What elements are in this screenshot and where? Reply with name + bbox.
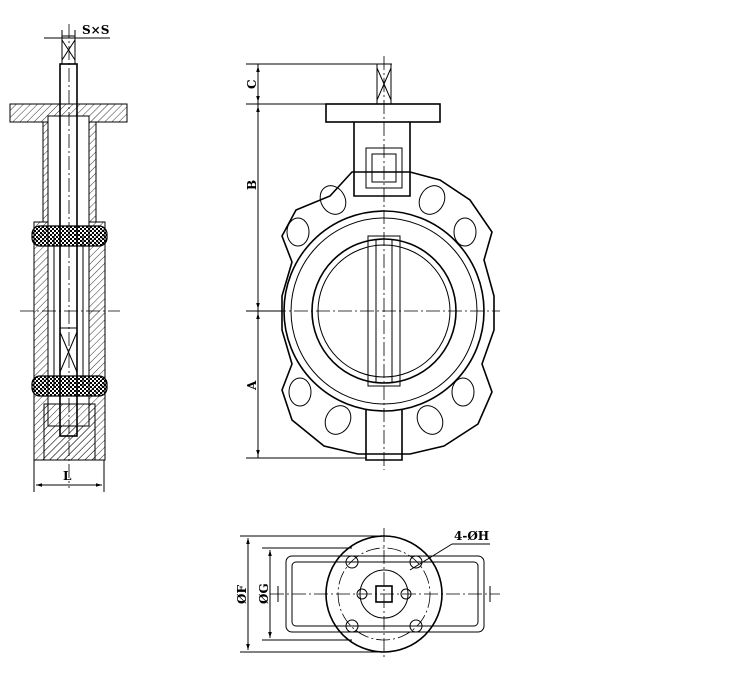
- dim-label-a: A: [245, 380, 259, 391]
- top-view: 4-ØH ØF ØG: [235, 528, 500, 660]
- stem-top-square: [61, 35, 76, 65]
- upper-seal: [31, 225, 108, 247]
- dim-label-l: L: [63, 469, 72, 483]
- front-top-flange: [325, 103, 441, 123]
- bottom-boss: [43, 403, 96, 461]
- dim-label-b: B: [245, 180, 259, 190]
- dim-label-c: C: [245, 79, 259, 89]
- bore: [47, 115, 90, 427]
- side-section-view: S×S L: [9, 23, 128, 492]
- top-body-outline: [285, 555, 485, 633]
- dim-label-pcd: ØG: [257, 583, 271, 604]
- dim-label-sxs: S×S: [82, 23, 109, 37]
- body-outline: [281, 171, 495, 455]
- dim-label-outer-dia: ØF: [235, 585, 249, 604]
- front-view: C B A: [245, 56, 500, 470]
- lower-seal: [31, 375, 108, 397]
- dim-label-holes: 4-ØH: [454, 529, 489, 543]
